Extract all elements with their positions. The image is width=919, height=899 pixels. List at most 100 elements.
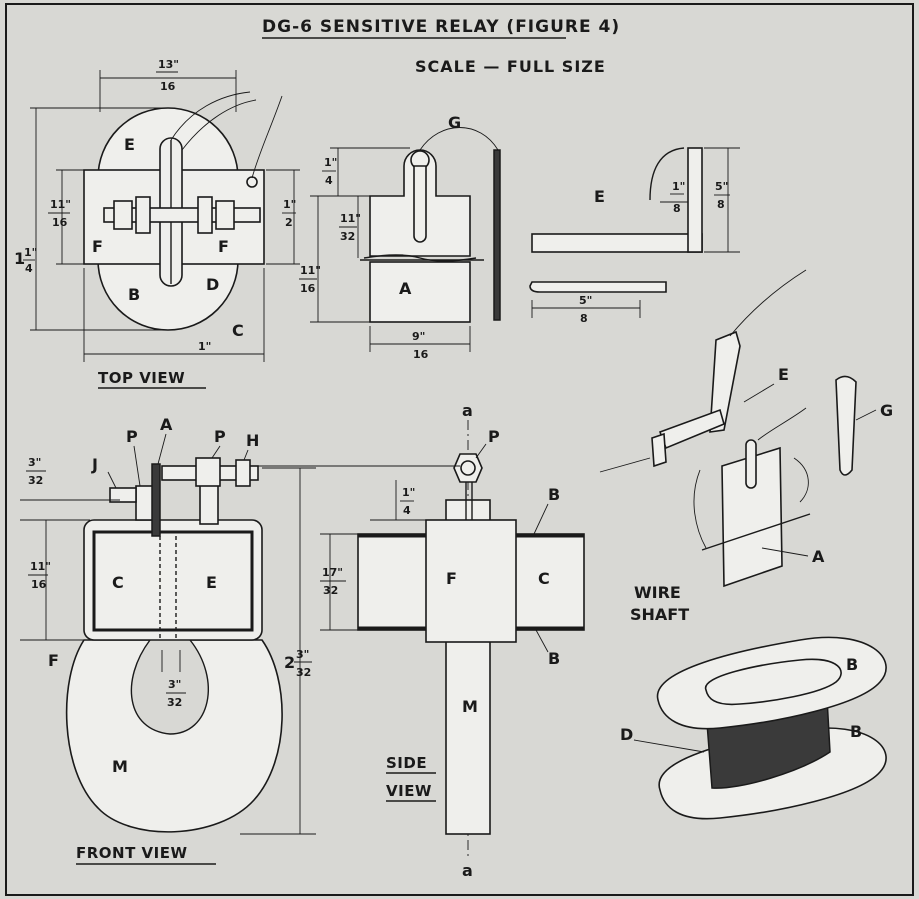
top-view-nut-right2 [215, 200, 235, 230]
front-view-label: FRONT VIEW [76, 844, 188, 862]
front-view: C E M F J P A P H 3" 32 11" 16 3" 32 [20, 415, 316, 865]
leader-P-side [475, 443, 487, 459]
label-B: B [548, 649, 560, 668]
dim-5-8v-num: 5" [715, 180, 728, 193]
dim-17-32-den: 32 [323, 584, 338, 597]
side-view-frame-F [425, 519, 517, 643]
front-view-magnet-hole [130, 639, 210, 735]
front-view-plate [151, 463, 161, 537]
armature-edge-plate [493, 149, 501, 321]
leader-P2 [211, 445, 221, 459]
dim-1-inch: 1" [198, 340, 211, 353]
dim-1-1-4-whole: 1 [14, 249, 25, 268]
exploded-pointer-G [835, 375, 857, 476]
dim-13-16-den: 16 [160, 80, 176, 93]
leader-P [133, 445, 141, 487]
side-view-label-1: SIDE [386, 754, 427, 772]
label-B: B [846, 655, 858, 674]
top-view-terminal-hole [246, 176, 258, 188]
dim-5-8h-num: 5" [579, 294, 592, 307]
dim-5-8h-den: 8 [580, 312, 588, 325]
dim-1-8-den: 8 [673, 202, 681, 215]
front-view-head-H [235, 459, 251, 487]
dim-1-8-num: 1" [672, 180, 685, 193]
dim-3-32b-num: 3" [168, 678, 181, 691]
label-P: P [488, 427, 500, 446]
dim-1-4-den: 4 [325, 174, 333, 187]
wire-shaft-label-2: SHAFT [630, 605, 689, 624]
dim-3-32b-den: 32 [167, 696, 182, 709]
label-M: M [462, 697, 478, 716]
dim-3-32-num: 3" [28, 456, 41, 469]
label-E: E [206, 573, 217, 592]
front-view-nut-P [195, 457, 221, 487]
exploded-armature [721, 446, 783, 588]
coil-slot [705, 658, 842, 706]
label-A: A [399, 279, 412, 298]
label-B: B [548, 485, 560, 504]
dim-5-8v-den: 8 [717, 198, 725, 211]
dim-2-3-32-num: 3" [296, 648, 309, 661]
dim-11-32-num: 11" [340, 212, 361, 225]
exploded-arrow-left [599, 457, 651, 473]
dim-11-16-num: 11" [50, 198, 71, 211]
exploded-wire [729, 269, 807, 337]
coil-form-view: B B D [620, 636, 887, 820]
label-E: E [124, 135, 135, 154]
exploded-bracket-tab [651, 432, 667, 468]
dim-9-16-num: 9" [412, 330, 425, 343]
exploded-leader-G [757, 407, 807, 441]
front-view-magnet-M [65, 639, 283, 833]
dim-1-2-num: 1" [283, 198, 296, 211]
label-a-top: a [462, 401, 473, 420]
label-C: C [232, 321, 244, 340]
label-F: F [92, 237, 103, 256]
bracket-E-view: E 1" 8 5" 8 5" 8 [529, 147, 740, 325]
label-B: B [128, 285, 140, 304]
top-view-wire-3 [251, 95, 283, 179]
dim-11-16b-num: 11" [300, 264, 321, 277]
top-view-wire-1 [170, 91, 251, 141]
dim-13-16-num: 13" [158, 58, 179, 71]
coil-arrow-D [633, 739, 705, 753]
leader-B [533, 503, 549, 535]
label-B: B [850, 722, 862, 741]
bracket-horizontal [531, 233, 703, 253]
dim-11-16c-den: 16 [31, 578, 47, 591]
dim-1-1-4-den: 4 [25, 262, 33, 275]
dim-1-2-den: 2 [285, 216, 293, 229]
side-view-nut-hole [460, 460, 476, 476]
leader-A [157, 433, 167, 465]
top-view-label: TOP VIEW [98, 369, 185, 387]
armature-slot [413, 165, 427, 243]
label-F: F [446, 569, 457, 588]
label-A: A [812, 547, 825, 566]
dim-11-16-den: 16 [52, 216, 68, 229]
dim-17-32-num: 17" [322, 566, 343, 579]
exploded-view: E G A WIRE SHAFT [599, 269, 893, 624]
dim-2-whole: 2 [284, 653, 295, 672]
dim-9-16-den: 16 [413, 348, 429, 361]
label-a-bottom: a [462, 861, 473, 880]
label-G: G [448, 113, 461, 132]
armature-lower [369, 261, 471, 323]
label-E: E [778, 365, 789, 384]
label-C: C [538, 569, 550, 588]
label-P: P [214, 427, 226, 446]
leader-B2 [535, 629, 549, 653]
bracket-vertical [687, 147, 703, 253]
label-D: D [620, 725, 633, 744]
exploded-wire-shaft [701, 513, 811, 551]
wire-shaft-label-1: WIRE [634, 583, 681, 602]
dim-11-32-den: 32 [340, 230, 355, 243]
leader-H [243, 449, 249, 461]
dim-11-16c-num: 11" [30, 560, 51, 573]
exploded-wire-loop [693, 469, 707, 549]
dim-1-1-4-num: 1" [24, 246, 37, 259]
front-view-coil [92, 530, 254, 632]
label-P: P [126, 427, 138, 446]
leader-J [107, 471, 117, 489]
label-A: A [160, 415, 173, 434]
top-view-nut-left2 [135, 196, 151, 234]
